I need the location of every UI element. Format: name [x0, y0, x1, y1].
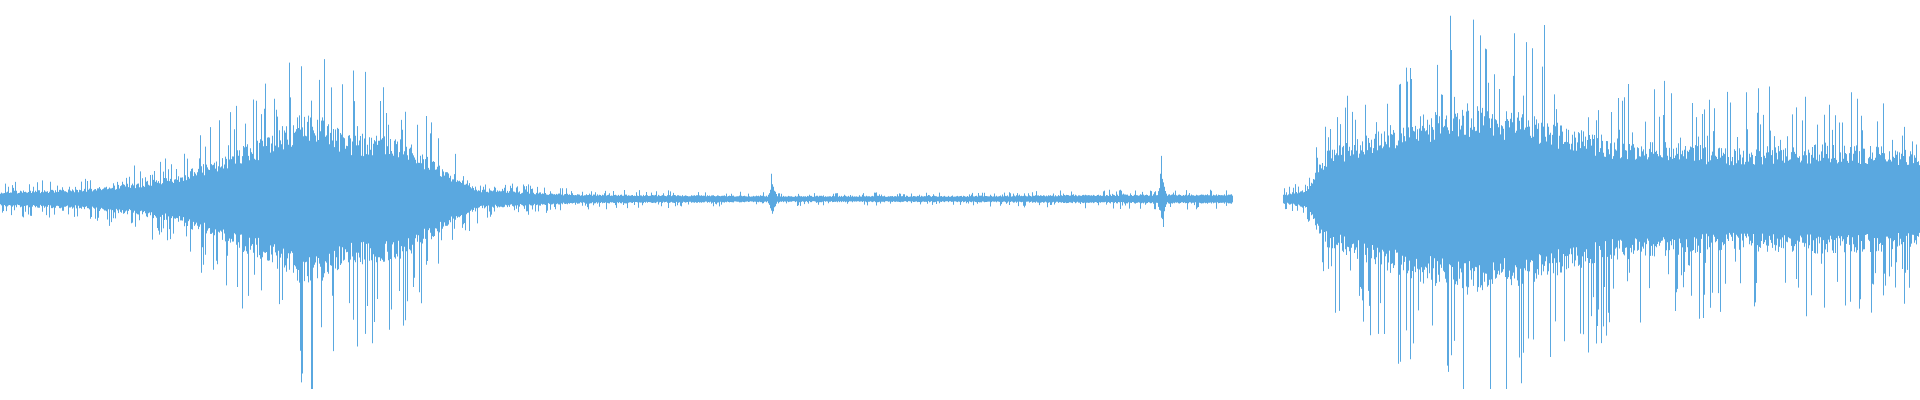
waveform-clip-1 [0, 59, 1233, 389]
waveform-clip-2 [1283, 15, 1920, 389]
waveform-path-clip-1 [0, 59, 1233, 389]
waveform-path-clip-2 [1283, 15, 1920, 389]
